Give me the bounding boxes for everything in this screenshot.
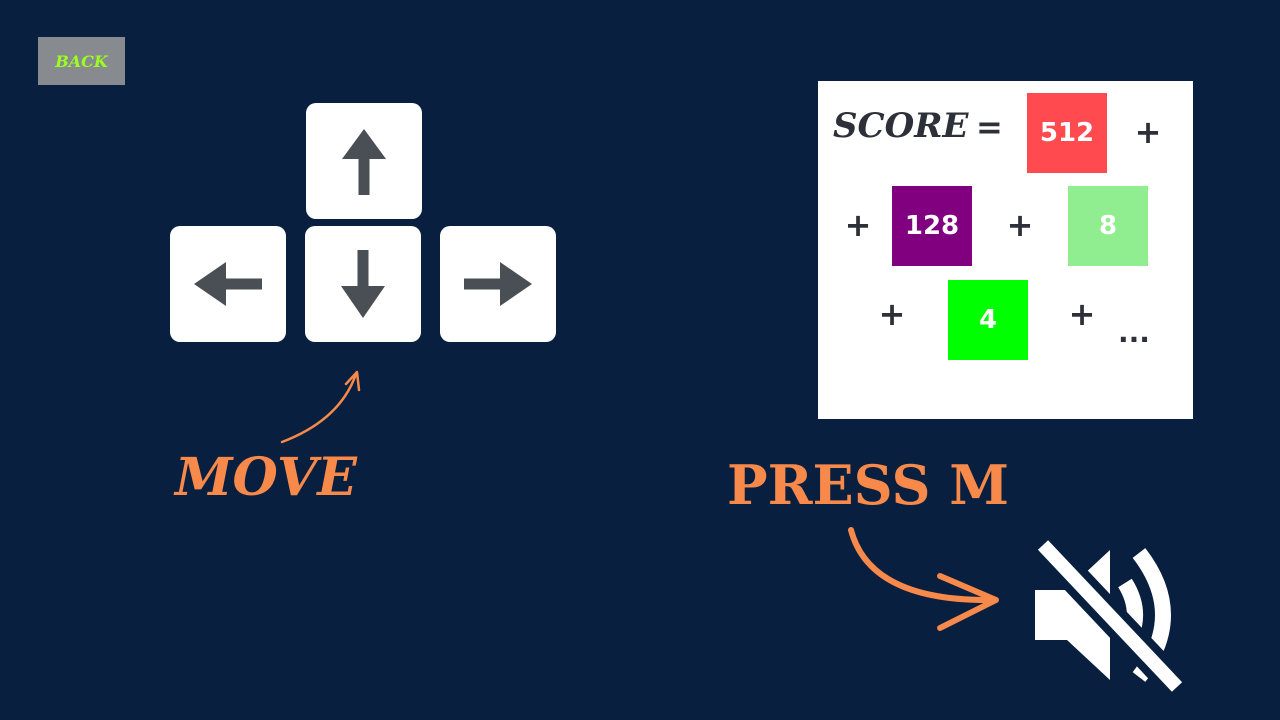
- arrow-right-icon: [464, 262, 532, 306]
- speaker-mute-icon[interactable]: [1025, 535, 1185, 695]
- tile-value: 512: [1039, 118, 1095, 148]
- plus-sign: +: [1134, 113, 1162, 151]
- press-m-label: PRESS M: [727, 453, 1010, 517]
- arrow-down-icon: [341, 250, 385, 318]
- move-label: MOVE: [175, 447, 357, 508]
- plus-sign: +: [844, 206, 872, 244]
- plus-sign: +: [1006, 206, 1034, 244]
- plus-sign: +: [1068, 295, 1096, 333]
- tile-512: 512: [1027, 93, 1107, 173]
- tile-128: 128: [892, 186, 972, 266]
- tile-value: 8: [1098, 211, 1118, 241]
- tile-8: 8: [1068, 186, 1148, 266]
- tile-value: 4: [978, 305, 998, 335]
- back-button[interactable]: BACK: [38, 37, 125, 85]
- score-panel: SCORE = 512 + + 128 + 8 + 4 + ...: [818, 81, 1193, 419]
- equals-sign: =: [976, 108, 1003, 146]
- right-arrow-key: [440, 226, 556, 342]
- curved-arrow-icon: [848, 527, 999, 631]
- down-arrow-key: [305, 226, 421, 342]
- left-arrow-key: [170, 226, 286, 342]
- up-arrow-key: [306, 103, 422, 219]
- tile-4: 4: [948, 280, 1028, 360]
- plus-sign: +: [878, 295, 906, 333]
- arrow-left-icon: [194, 262, 262, 306]
- ellipsis: ...: [1118, 316, 1150, 349]
- tile-value: 128: [904, 211, 960, 241]
- score-label: SCORE: [833, 106, 969, 146]
- curved-arrow-icon: [280, 370, 361, 444]
- arrow-up-icon: [342, 129, 386, 195]
